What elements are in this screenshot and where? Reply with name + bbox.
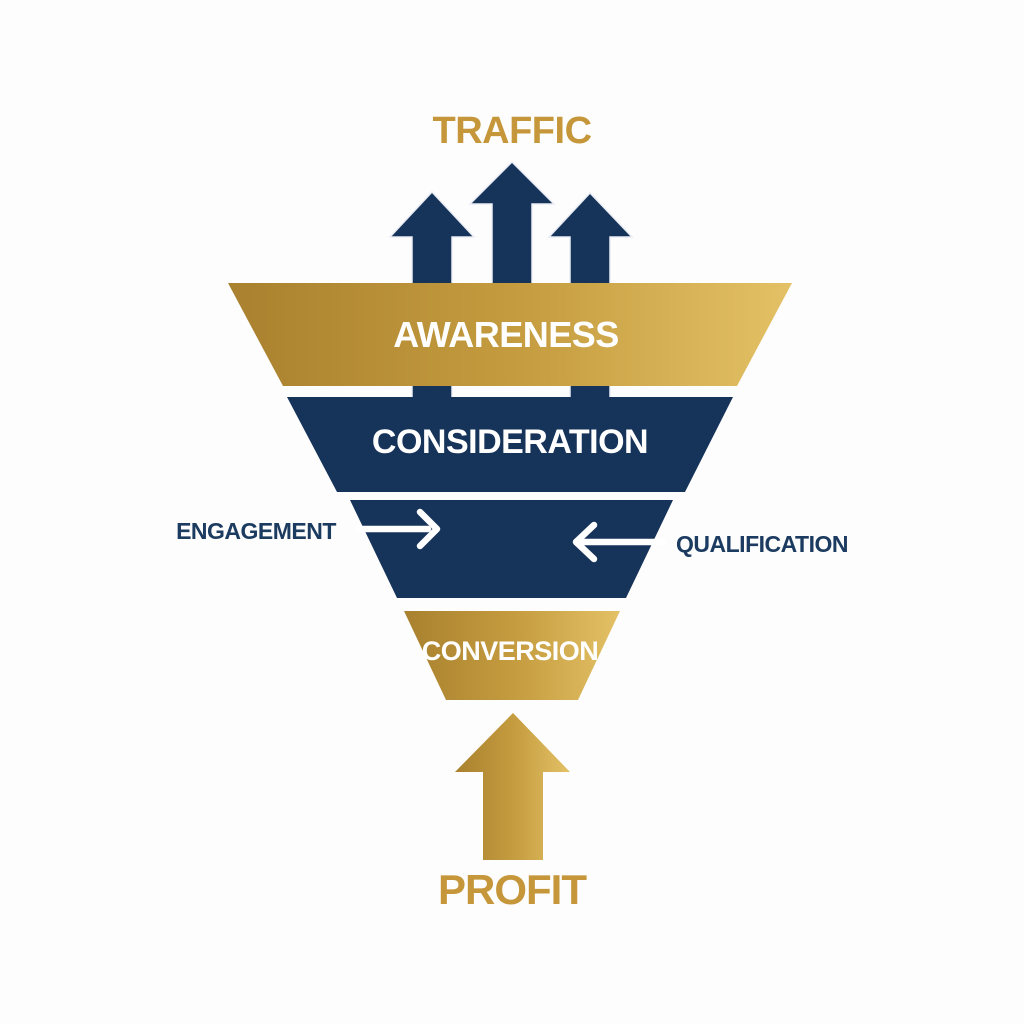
up-arrow-profit-icon <box>455 713 570 860</box>
profit-title: PROFIT <box>438 866 587 913</box>
conversion-label: CONVERSION <box>422 636 599 666</box>
qualification-label: QUALIFICATION <box>676 531 848 557</box>
consideration-label: CONSIDERATION <box>372 423 648 461</box>
right-arrow-icon <box>353 508 441 550</box>
funnel-level-conversion <box>404 611 620 700</box>
left-arrow-icon <box>572 521 667 563</box>
funnel-level-middle <box>350 500 673 598</box>
engagement-label: ENGAGEMENT <box>176 518 336 544</box>
awareness-label: AWARENESS <box>393 314 619 355</box>
traffic-title: TRAFFIC <box>432 110 591 152</box>
funnel-level-consideration <box>287 397 733 492</box>
funnel-level-awareness <box>228 283 792 386</box>
